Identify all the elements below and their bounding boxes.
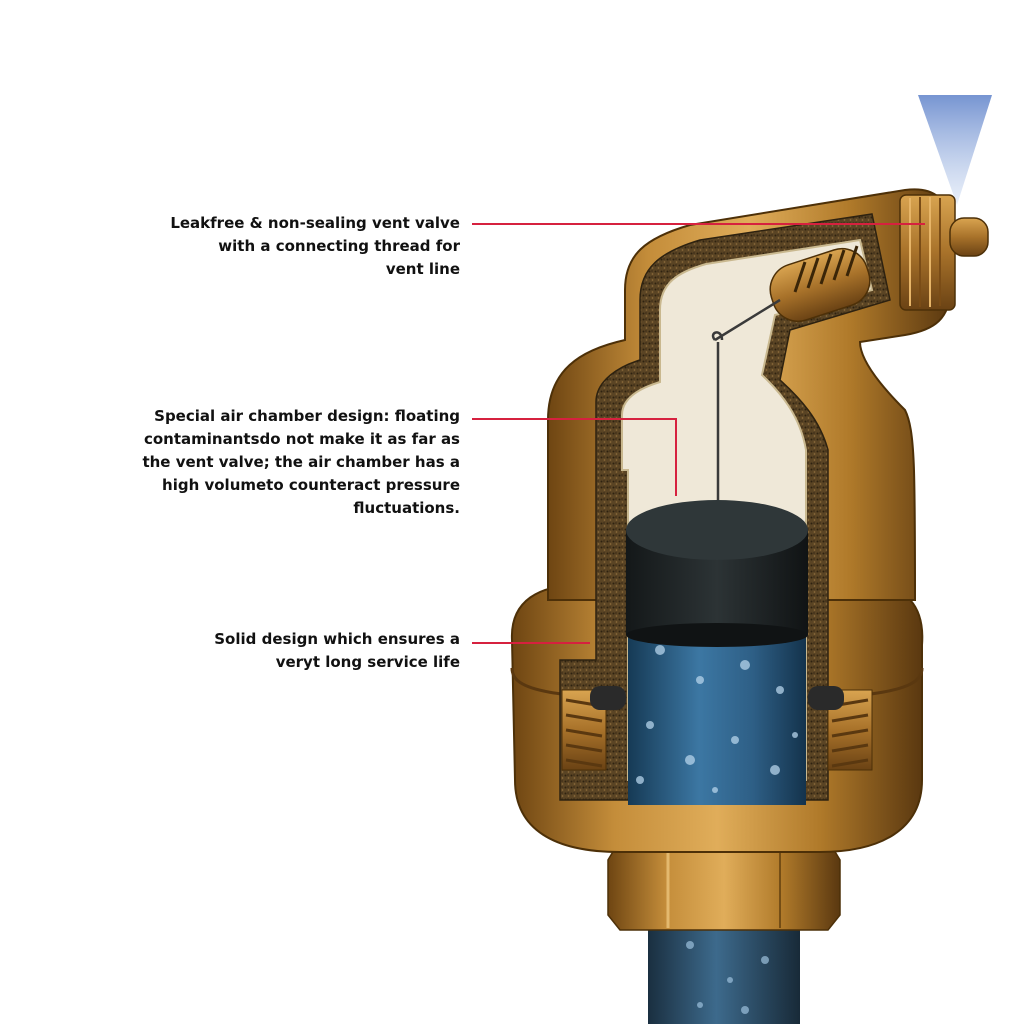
callout-line: with a connecting thread for <box>218 237 460 255</box>
side-ports <box>561 686 873 771</box>
leader-lines <box>472 223 925 644</box>
vent-valve-spring <box>769 245 871 323</box>
float <box>626 500 808 647</box>
pipe-bubbles <box>686 941 769 1014</box>
callout-line: the vent valve; the air chamber has a <box>142 453 460 471</box>
callout-line: Special air chamber design: floating <box>154 407 460 425</box>
callout-line: Leakfree & non-sealing vent valve <box>170 214 460 232</box>
callout-vent-valve: Leakfree & non-sealing vent valve with a… <box>170 212 460 281</box>
hex-nut <box>607 839 841 931</box>
callout-line: Solid design which ensures a <box>214 630 460 648</box>
callout-line: vent line <box>385 260 460 278</box>
outlet-thread <box>899 194 989 311</box>
callout-air-chamber: Special air chamber design: floating con… <box>142 405 460 520</box>
callout-line: fluctuations. <box>353 499 460 517</box>
vent-spray-cone <box>918 95 992 205</box>
callout-line: contaminantsdo not make it as far as <box>143 430 460 448</box>
callout-line: high volumeto counteract pressure <box>162 476 460 494</box>
callout-line: veryt long service life <box>275 653 460 671</box>
callout-solid-design: Solid design which ensures a veryt long … <box>214 628 460 674</box>
inlet-pipe <box>648 915 800 1024</box>
leader-line-air-chamber <box>472 418 677 496</box>
